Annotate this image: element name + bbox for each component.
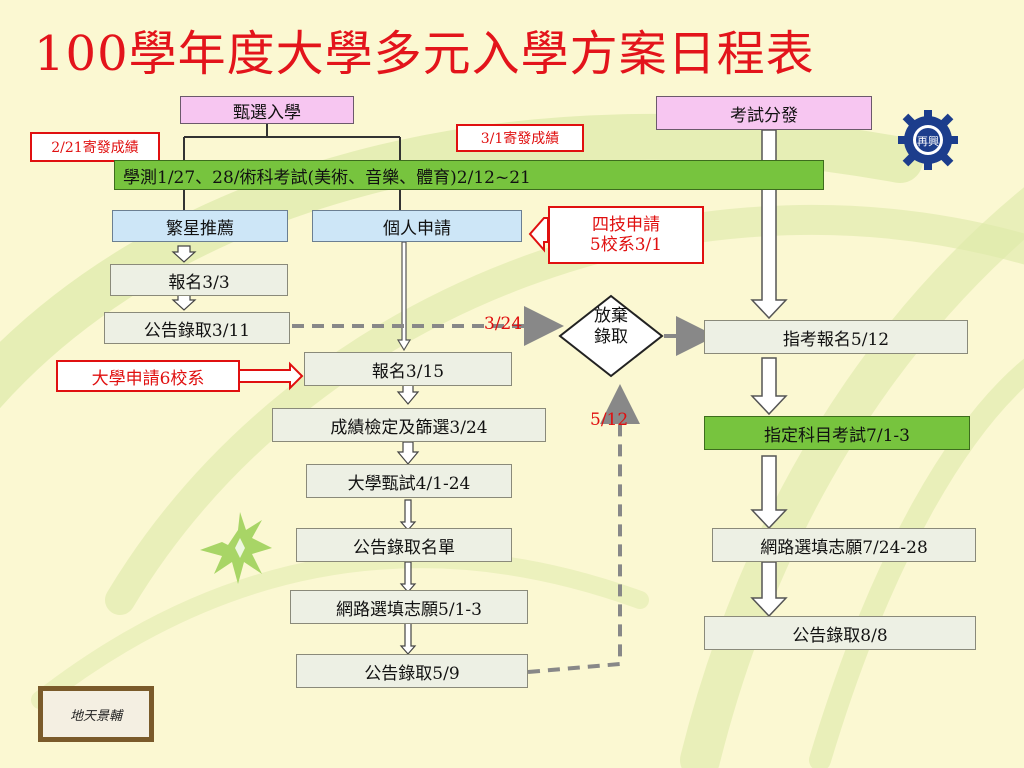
star-recommend-box: 繁星推薦	[112, 210, 288, 242]
univ-apply-box: 大學申請6校系	[56, 360, 240, 392]
personal-apply-box: 個人申請	[312, 210, 522, 242]
score-screen-box: 成績檢定及篩選3/24	[272, 408, 546, 442]
give-up-line2: 錄取	[594, 327, 628, 347]
personal-register-box: 報名3/15	[304, 352, 512, 386]
four-tech-apply-line1: 四技申請	[592, 215, 660, 235]
give-up-label: 放棄 錄取	[586, 306, 636, 348]
date-0324-label: 3/24	[484, 314, 523, 334]
star-announce-box: 公告錄取3/11	[104, 312, 290, 344]
calligraphy-frame: 地天景輔	[38, 686, 154, 742]
exam-schedule-bar: 學測1/27、28/術科考試(美術、音樂、體育)2/12~21	[114, 160, 824, 190]
school-logo-icon: 再興	[898, 110, 958, 170]
online-pref-1-box: 網路選填志願5/1-3	[290, 590, 528, 624]
give-up-line1: 放棄	[594, 306, 628, 326]
online-pref-2-box: 網路選填志願7/24-28	[712, 528, 976, 562]
announce-0808-box: 公告錄取8/8	[704, 616, 976, 650]
subject-exam-box: 指定科目考試7/1-3	[704, 416, 970, 450]
univ-exam-box: 大學甄試4/1-24	[306, 464, 512, 498]
announce-list-box: 公告錄取名單	[296, 528, 512, 562]
date-0512-label: 5/12	[590, 410, 629, 430]
give-up-diamond	[558, 294, 664, 378]
note-grade-0301: 3/1寄發成績	[456, 124, 584, 152]
announce-0509-box: 公告錄取5/9	[296, 654, 528, 688]
note-grade-0221: 2/21寄發成績	[30, 132, 160, 162]
logo-text: 再興	[917, 135, 939, 148]
four-tech-apply-box: 四技申請 5校系3/1	[548, 206, 704, 264]
page-title: 100學年度大學多元入學方案日程表	[34, 26, 815, 82]
four-tech-apply-line2: 5校系3/1	[589, 235, 663, 255]
star-register-box: 報名3/3	[110, 264, 288, 296]
selection-admission-box: 甄選入學	[180, 96, 354, 124]
exam-register-box: 指考報名5/12	[704, 320, 968, 354]
exam-distribution-box: 考試分發	[656, 96, 872, 130]
calligraphy-text: 地天景輔	[43, 691, 149, 737]
